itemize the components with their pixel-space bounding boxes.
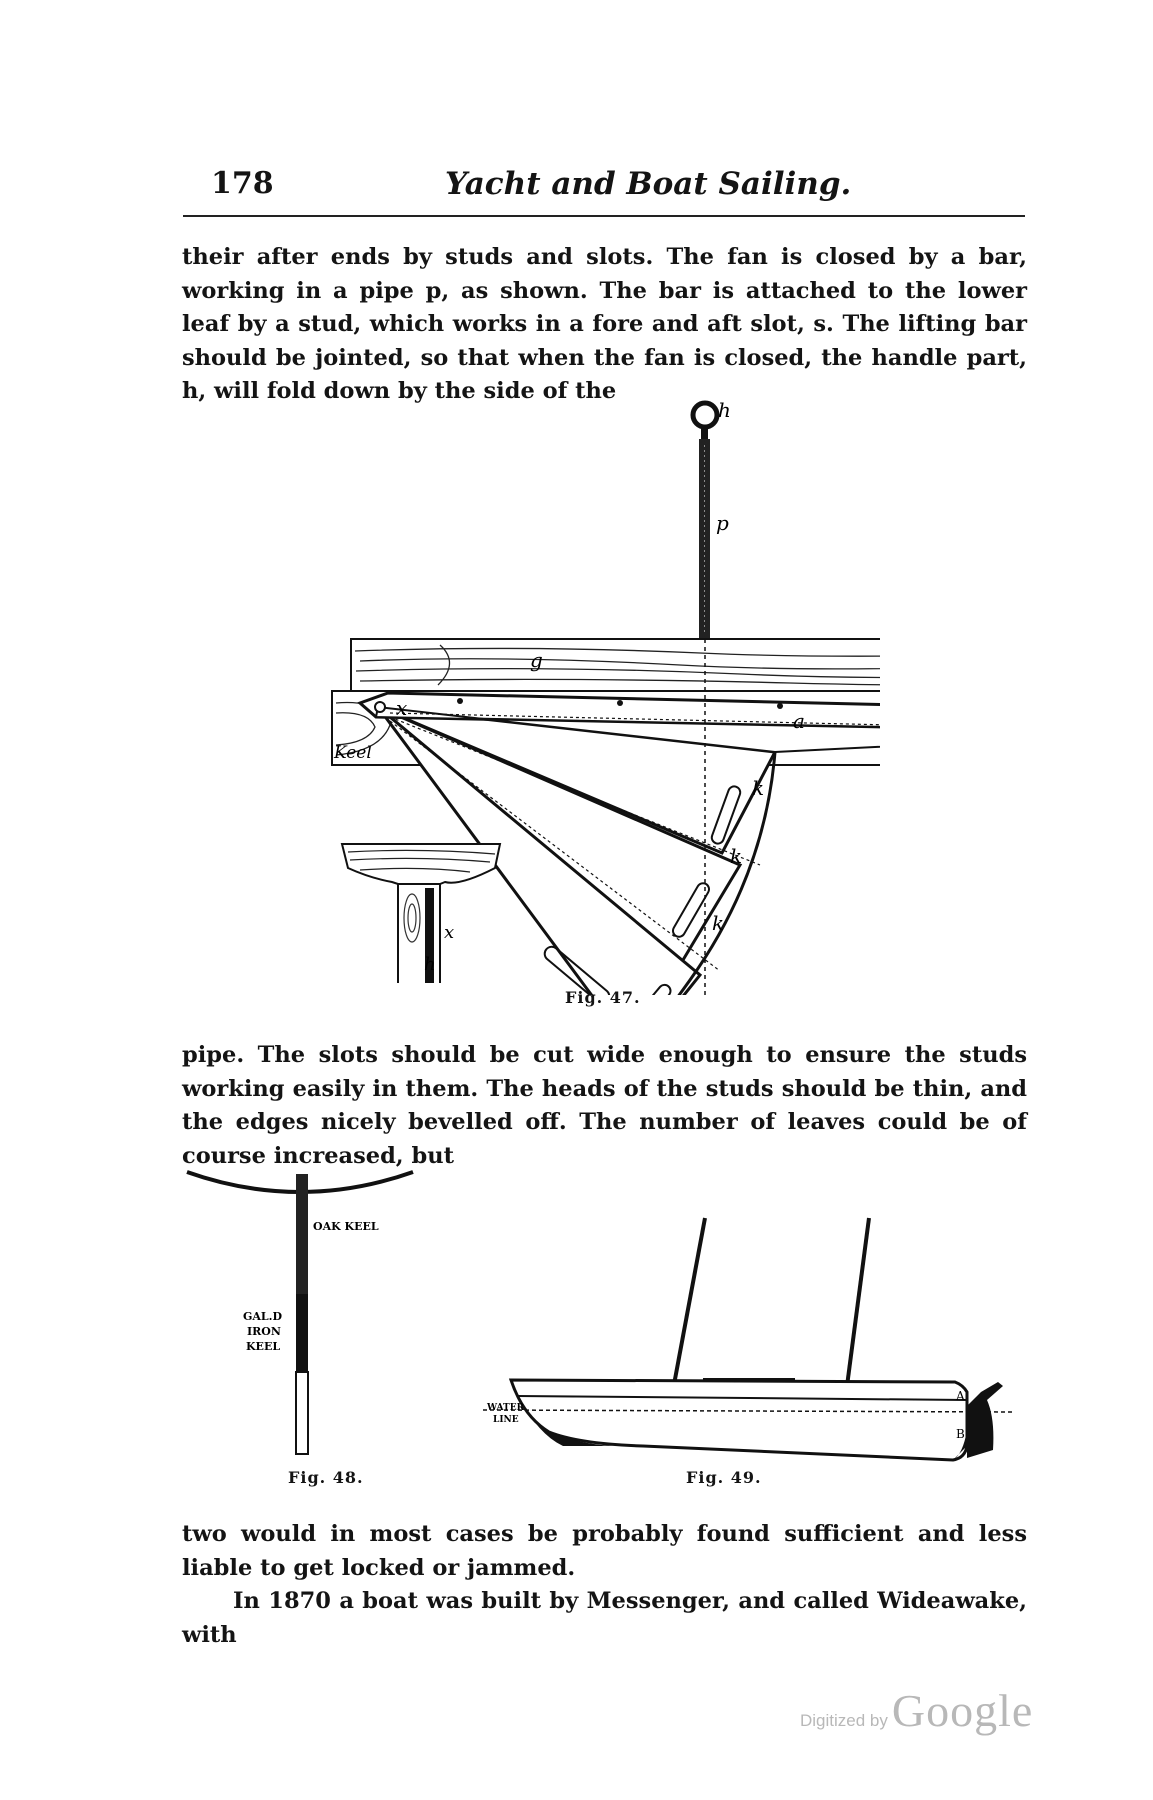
fig-49-caption: Fig. 49. bbox=[686, 1468, 762, 1487]
header-rule bbox=[183, 215, 1025, 217]
svg-text:a: a bbox=[793, 709, 805, 733]
figure-47-cross-section: x h bbox=[340, 843, 502, 983]
svg-text:KEEL: KEEL bbox=[246, 1340, 280, 1353]
svg-text:LINE: LINE bbox=[493, 1415, 519, 1425]
svg-text:g: g bbox=[530, 648, 543, 672]
google-logo: Google bbox=[891, 1685, 1034, 1736]
paragraph-3: two would in most cases be probably foun… bbox=[182, 1521, 1027, 1581]
svg-text:k: k bbox=[712, 911, 724, 935]
paragraph-1: their after ends by studs and slots. The… bbox=[182, 244, 1027, 404]
oak-keel-bar bbox=[296, 1174, 308, 1294]
svg-text:x: x bbox=[444, 922, 454, 943]
water-line bbox=[483, 1409, 1013, 1413]
svg-text:OAK KEEL: OAK KEEL bbox=[313, 1220, 379, 1233]
svg-text:GAL.D: GAL.D bbox=[243, 1310, 282, 1323]
svg-text:h: h bbox=[424, 954, 436, 975]
digitized-watermark: Digitized by Google bbox=[800, 1684, 1033, 1737]
svg-text:WATER: WATER bbox=[486, 1403, 525, 1413]
figure-49-boat-profile: WATER LINE A B bbox=[483, 1217, 1013, 1462]
svg-text:k: k bbox=[752, 776, 764, 800]
iron-keel-bar bbox=[296, 1294, 308, 1372]
hull bbox=[508, 1378, 969, 1462]
lifting-pipe bbox=[699, 439, 710, 639]
rudder bbox=[967, 1382, 1003, 1458]
svg-text:A: A bbox=[955, 1389, 965, 1403]
fan-leaf-3 bbox=[376, 705, 703, 995]
fig-48-caption: Fig. 48. bbox=[288, 1468, 364, 1487]
svg-text:h: h bbox=[718, 398, 731, 422]
svg-text:Keel: Keel bbox=[333, 743, 372, 763]
pivot-pin bbox=[374, 701, 386, 713]
watermark-prefix: Digitized by bbox=[800, 1711, 888, 1730]
paragraph-2: pipe. The slots should be cut wide enoug… bbox=[182, 1042, 1027, 1169]
svg-text:x: x bbox=[396, 696, 407, 720]
keelson-timber bbox=[350, 638, 880, 692]
paragraph-4: In 1870 a boat was built by Messenger, a… bbox=[182, 1588, 1027, 1648]
svg-text:k: k bbox=[730, 844, 742, 868]
figure-48-keel-section: OAK KEEL GAL.D IRON KEEL bbox=[186, 1170, 414, 1455]
figure-47-centreboard-fan: h p g x a Keel k k k bbox=[331, 398, 880, 995]
mainmast bbox=[845, 1217, 871, 1387]
fig-47-caption: Fig. 47. bbox=[565, 988, 641, 1007]
foremast bbox=[671, 1217, 707, 1391]
svg-text:p: p bbox=[716, 511, 729, 535]
page-number: 178 bbox=[211, 166, 274, 201]
handle-ring bbox=[690, 400, 720, 430]
svg-text:IRON: IRON bbox=[247, 1325, 281, 1338]
svg-text:B: B bbox=[956, 1427, 965, 1441]
running-title: Yacht and Boat Sailing. bbox=[445, 166, 852, 202]
plate-bar bbox=[295, 1371, 309, 1455]
